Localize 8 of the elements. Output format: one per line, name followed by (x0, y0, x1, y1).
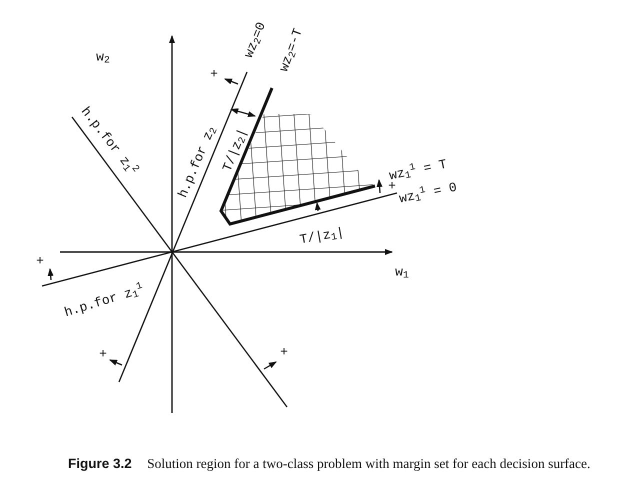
plus-sign: + (280, 346, 288, 358)
plus-sign: + (388, 180, 396, 192)
plus-sign: + (210, 68, 218, 80)
axis-label: w$_{2}$ (96, 50, 110, 64)
plus-sign: + (99, 348, 107, 360)
axis-label: w$_{1}$ (395, 266, 409, 278)
plus-sign: + (36, 254, 44, 268)
figure-caption: Figure 3.2 Solution region for a two-class problem with margin set for each decision surface. (68, 455, 592, 473)
